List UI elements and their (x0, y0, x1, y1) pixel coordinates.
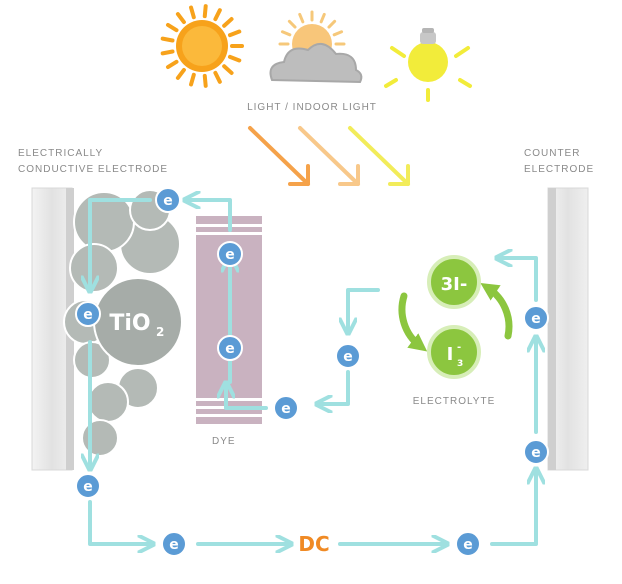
svg-text:e: e (83, 479, 93, 495)
tio2-subscript: 2 (156, 325, 164, 339)
sun-ray (222, 17, 234, 28)
counter-electrode (547, 187, 589, 471)
electron: e (523, 439, 549, 465)
svg-text:e: e (83, 307, 93, 323)
sun-ray (160, 49, 175, 56)
light-bulb-icon (384, 28, 472, 102)
svg-text:e: e (163, 193, 173, 209)
svg-text:e: e (169, 537, 179, 553)
electrolyte-label: ELECTROLYTE (413, 396, 496, 407)
electron: e (455, 531, 481, 557)
svg-text:e: e (531, 445, 541, 461)
electron: e (161, 531, 187, 557)
sun-ray (175, 12, 186, 25)
ray-arrow-yellow (348, 126, 410, 186)
sun-ray (202, 73, 208, 88)
electron: e (217, 241, 243, 267)
electron: e (155, 187, 181, 213)
sun-ray (227, 29, 242, 38)
svg-text:e: e (281, 401, 291, 417)
svg-text:e: e (225, 247, 235, 263)
sun-ray (327, 19, 337, 29)
cloudy-sun-icon (269, 10, 363, 84)
electrolyte: 3I- I 3 - (398, 255, 513, 379)
sun-ray (298, 12, 305, 24)
electron: e (75, 301, 101, 327)
electrode-label-line2: CONDUCTIVE ELECTRODE (18, 164, 168, 175)
electron: e (75, 473, 101, 499)
electron: e (273, 395, 299, 421)
sun-ray (319, 12, 326, 24)
ray-arrow-light-orange (298, 126, 360, 186)
ion-i3-label: I (447, 344, 454, 365)
svg-text:e: e (225, 341, 235, 357)
sun-ray (287, 19, 297, 29)
tio2-label: TiO (109, 311, 150, 336)
dc-label: DC (298, 532, 329, 556)
sun-ray (160, 36, 175, 43)
sun-ray (227, 54, 242, 63)
sun-ray (175, 67, 186, 80)
electrode-label-line1: ELECTRICALLY (18, 148, 103, 159)
sun-ray (189, 5, 196, 20)
sun-icon (160, 4, 244, 88)
svg-text:e: e (531, 311, 541, 327)
sun-ray (165, 22, 179, 33)
sun-ray (165, 59, 179, 70)
electron: e (335, 343, 361, 369)
sun-ray (222, 64, 234, 75)
electron-flow (90, 200, 536, 544)
sun-ray (213, 70, 222, 84)
sun-ray (280, 30, 292, 37)
ion-i3-superscript: - (457, 342, 461, 353)
ion-i3-subscript: 3 (457, 359, 463, 369)
counter-electrode-label-line1: COUNTER (524, 148, 580, 159)
sun-ray (213, 8, 222, 22)
electron: e (523, 305, 549, 331)
light-ray-arrows (248, 126, 410, 186)
sun-ray (332, 30, 344, 37)
ray-arrow-orange (248, 126, 310, 186)
counter-electrode-label-line2: ELECTRODE (524, 164, 594, 175)
sun-ray (189, 72, 196, 87)
ion-3i-label: 3I- (441, 274, 468, 295)
svg-text:e: e (463, 537, 473, 553)
svg-text:e: e (343, 349, 353, 365)
ion-i3 (427, 325, 481, 379)
dye-label: DYE (212, 436, 236, 447)
light-label: LIGHT / INDOOR LIGHT (247, 102, 377, 113)
sun-ray (202, 4, 208, 19)
ion-3i (427, 255, 481, 309)
electron: e (217, 335, 243, 361)
